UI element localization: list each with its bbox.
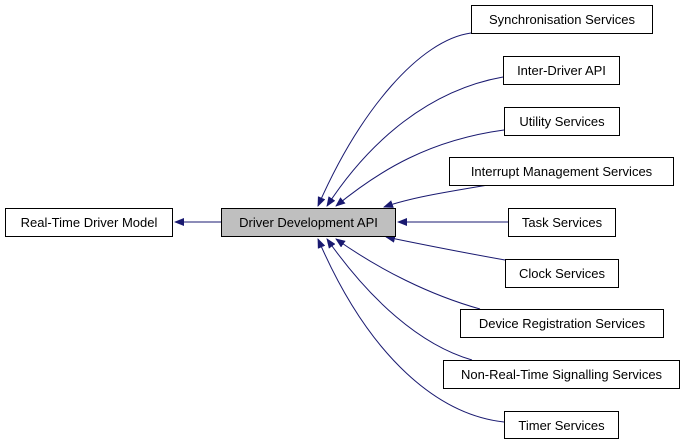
- edge-timer: [317, 238, 505, 423]
- node-label: Inter-Driver API: [517, 63, 606, 78]
- node-label: Non-Real-Time Signalling Services: [460, 367, 663, 382]
- node-driver-development-api: Driver Development API: [221, 208, 396, 237]
- node-label: Timer Services: [518, 417, 605, 433]
- edge-clock: [385, 234, 506, 261]
- node-task-services[interactable]: Task Services: [508, 208, 616, 237]
- node-label: Driver Development API: [239, 215, 378, 230]
- node-timer-services[interactable]: Timer Services: [504, 411, 619, 439]
- node-interrupt-management-services[interactable]: Interrupt Management Services: [449, 157, 674, 186]
- node-label: Clock Services: [519, 266, 605, 281]
- node-label: Synchronisation Services: [489, 12, 635, 27]
- edge-device-registration: [335, 238, 481, 310]
- edge-utility: [335, 129, 505, 207]
- node-synchronisation-services[interactable]: Synchronisation Services: [471, 5, 653, 34]
- node-non-real-time-signalling-services[interactable]: Non-Real-Time Signalling Services: [443, 360, 680, 389]
- node-label: Utility Services: [519, 114, 605, 129]
- node-label: Task Services: [521, 215, 603, 230]
- edge-synchronisation: [317, 32, 472, 207]
- node-clock-services[interactable]: Clock Services: [505, 259, 619, 288]
- node-inter-driver-api[interactable]: Inter-Driver API: [503, 56, 620, 85]
- node-device-registration-services[interactable]: Device Registration Services: [460, 309, 664, 338]
- node-real-time-driver-model[interactable]: Real-Time Driver Model: [5, 208, 173, 237]
- node-label: Device Registration Services: [478, 316, 646, 331]
- edge-non-real-time: [326, 238, 473, 361]
- edge-interrupt: [383, 184, 489, 208]
- edge-inter-driver: [326, 76, 504, 207]
- node-label: Real-Time Driver Model: [20, 215, 158, 230]
- node-label: Interrupt Management Services: [470, 164, 653, 179]
- node-utility-services[interactable]: Utility Services: [504, 107, 620, 136]
